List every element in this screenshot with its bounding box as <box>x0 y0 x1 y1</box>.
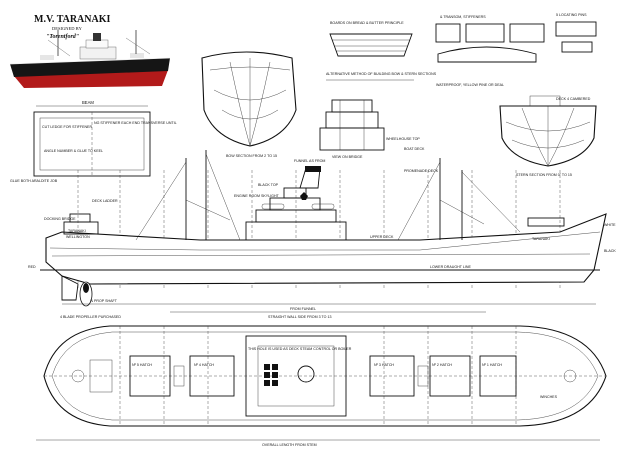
title-block: M.V. TARANAKI DESIGNED BY "Torentford" <box>34 14 111 40</box>
hatch-4 <box>189 355 235 397</box>
overall-length-label: OVERALL LENGTH FROM STEM <box>262 443 317 447</box>
hatch-note: THIS HOLE IS USED AS DECK STEAM CONTROL … <box>248 347 352 351</box>
hatch-5 <box>129 355 171 397</box>
upper-deck-label: UPPER DECK <box>370 235 394 239</box>
prop-note: 4 BLADE PROPELLER PURCHASED <box>60 315 121 319</box>
hatch-4-label: Nº 4 HATCH <box>194 363 214 367</box>
midship-section: BEAM CUT LEDGE FOR STIFFENER NG STIFFENE… <box>10 100 177 183</box>
promenade-deck-label: PROMENADE DECK <box>404 169 439 173</box>
profile-elevation: LOWER DRAUGHT LINE RED BLACK WHITE DOCKI… <box>28 150 616 319</box>
bow-section-label: BOW SECTION FROM 2 TO 15 <box>226 154 277 158</box>
hatch-2 <box>429 355 471 397</box>
from-funnel-label: FROM FUNNEL <box>290 307 316 311</box>
stern-section-label: STERN SECTION FROM 0" TO 15 <box>516 173 572 177</box>
hatch-5-label: Nº 5 HATCH <box>132 363 152 367</box>
beam-label: BEAM <box>82 100 94 105</box>
ship-photo <box>9 30 171 88</box>
hatch-3-label: Nº 3 HATCH <box>374 363 394 367</box>
deck-camber-label: DECK 4 CAMBERED <box>556 97 591 101</box>
stern-port: WELLINGTON <box>66 235 90 239</box>
locating-pins-label: 5 LOCATING PINS <box>556 13 587 17</box>
hatch-3 <box>369 355 415 397</box>
bridge-view-drawing: WHEELHOUSE TOP VIEW ON BRIDGE BOAT DECK … <box>319 99 439 173</box>
plan-view: Nº 5 HATCH Nº 4 HATCH Nº 3 HATCH Nº 2 HA… <box>43 325 607 427</box>
dimension-lines: FROM FUNNEL STRAIGHT WALL SIDE FROM 3 TO… <box>36 303 600 447</box>
lifeboat-grid <box>264 364 278 386</box>
title-text: M.V. TARANAKI <box>34 14 111 25</box>
red-label: RED <box>28 265 36 269</box>
hardwood-note: WATERPROOF, YELLOW PINE OR DEAL <box>436 83 504 87</box>
designer-name: "Torentford" <box>46 34 79 40</box>
bread-butter-label: BOARDS ON BREAD & BUTTER PRINCIPLE <box>330 21 404 25</box>
alt-building-label: ALTERNATIVE METHOD OF BUILDING BOW & STE… <box>326 72 437 76</box>
bread-butter-diagram: BOARDS ON BREAD & BUTTER PRINCIPLE ALTER… <box>326 21 437 81</box>
hatch-1-label: Nº 1 HATCH <box>482 363 502 367</box>
stern-section-drawing: STERN SECTION FROM 0" TO 15 <box>499 95 597 177</box>
deck-ladder-label: DECK LADDER <box>92 199 118 203</box>
boat-deck-label: BOAT DECK <box>404 147 425 151</box>
straight-wall-label: STRAIGHT WALL SIDE FROM 3 TO 13 <box>268 315 331 319</box>
funnel-note: FUNNEL AS FROM <box>294 159 325 163</box>
white-label: WHITE <box>604 223 616 227</box>
winches-label: WINCHES <box>540 395 558 399</box>
stern-name: TARANAKI <box>68 229 86 233</box>
hatch-2-label: Nº 2 HATCH <box>432 363 452 367</box>
docking-bridge-label: DOCKING BRIDGE <box>44 217 76 221</box>
waterline-label: LOWER DRAUGHT LINE <box>430 265 471 269</box>
prop-shaft-label: ⅛ PROP SHAFT <box>90 299 118 303</box>
transom-diagrams: & TRANSOM, STIFFENERS 5 LOCATING PINS WA… <box>435 13 597 101</box>
black-top-label: BLACK TOP <box>258 183 279 187</box>
keel-note: ANGLE NUMBER & GLUE TO KEEL <box>44 149 103 153</box>
black-label: BLACK <box>604 249 616 253</box>
bridge-view-label: VIEW ON BRIDGE <box>332 155 363 159</box>
designed-by-text: DESIGNED BY <box>52 26 83 31</box>
transom-label: & TRANSOM, STIFFENERS <box>440 15 486 19</box>
stiffener-note: NG STIFFENER EACH END TRANSVERSE UNTIL <box>94 121 177 125</box>
hatch-1 <box>479 355 517 397</box>
bow-section-drawing: BOW SECTION FROM 2 TO 15 <box>201 51 297 158</box>
ledge-note: CUT LEDGE FOR STIFFENER <box>42 125 92 129</box>
engine-room-label: ENGINE ROOM SKYLIGHT <box>234 194 280 198</box>
wheelhouse-label: WHEELHOUSE TOP <box>386 137 420 141</box>
bow-name: TARANAKI <box>532 237 550 241</box>
glue-note: GLUE BOTH ARALDITE JOB <box>10 179 58 183</box>
